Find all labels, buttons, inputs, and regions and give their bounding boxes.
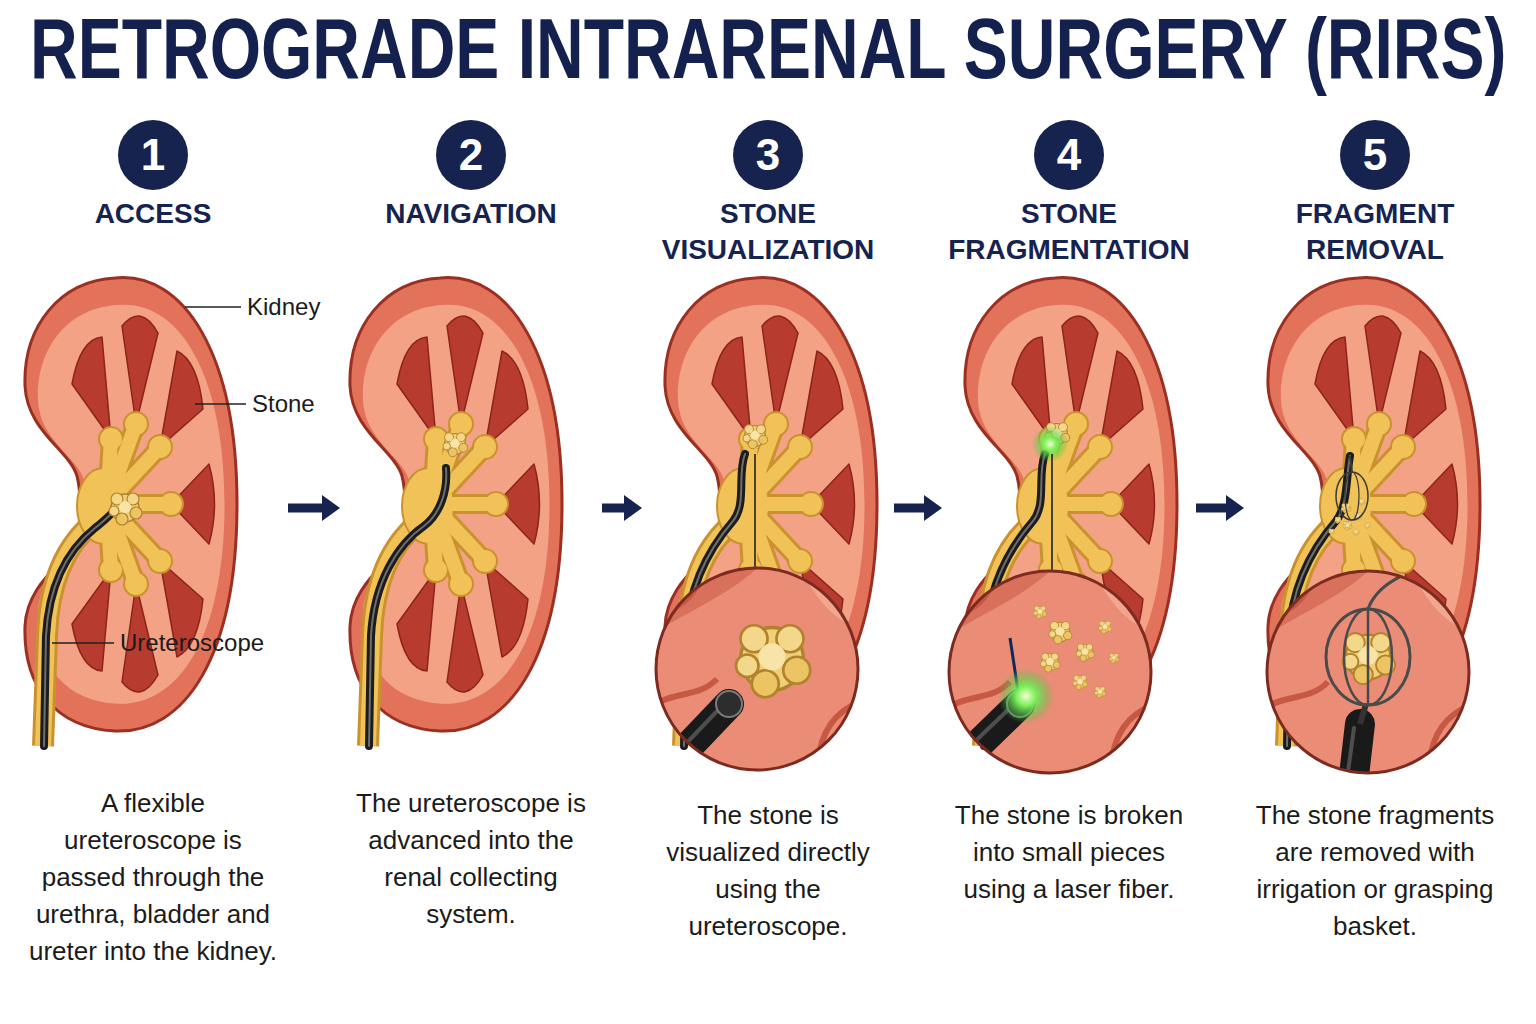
step-number: 2	[459, 133, 483, 177]
kidney-illustration-part	[1032, 426, 1068, 462]
zoom-inset-part-part	[647, 559, 867, 779]
leader-line	[754, 454, 756, 567]
zoom-inset-part-part	[1049, 622, 1072, 644]
step-number: 1	[141, 133, 165, 177]
leader-line-part	[195, 403, 246, 405]
step-number-circle: 3	[733, 120, 803, 190]
step-heading: STONE VISUALIZATION	[642, 196, 894, 268]
step-number-circle: 1	[118, 120, 188, 190]
kidney-illustration-part	[350, 278, 562, 746]
zoom-inset-part-part	[1109, 654, 1119, 664]
zoom-inset-part	[656, 568, 858, 770]
part-label: Ureteroscope	[120, 628, 264, 658]
step-description: The stone is visualized directly using t…	[642, 797, 894, 945]
step-description: The ureteroscope is advanced into the re…	[340, 785, 602, 933]
zoom-inset-part-part	[1094, 687, 1106, 698]
step-number-circle: 4	[1034, 120, 1104, 190]
step-number: 4	[1057, 133, 1081, 177]
zoom-inset-part-part	[1326, 609, 1410, 705]
zoom-inset-part-part	[1367, 609, 1370, 705]
part-label: Stone	[252, 389, 315, 419]
kidney-illustration	[25, 278, 237, 746]
zoom-inset-part-part	[1076, 644, 1094, 662]
kidney-illustration	[350, 278, 562, 746]
zoom-inset	[647, 559, 867, 779]
zoom-inset-part-part	[1348, 728, 1354, 772]
kidney-illustration-part	[1329, 529, 1335, 535]
zoom-inset-part	[647, 559, 867, 779]
part-label: Kidney	[247, 292, 320, 322]
kidney-illustration-part	[44, 512, 113, 746]
step-arrow	[288, 504, 340, 513]
kidney-illustration-part	[743, 425, 768, 449]
zoom-inset-part-part	[1073, 675, 1088, 689]
kidney-illustration-part	[1335, 517, 1342, 523]
step-heading: STONE FRAGMENTATION	[942, 196, 1196, 268]
zoom-inset-part-part	[1344, 609, 1392, 705]
zoom-inset-part-part	[998, 668, 1054, 724]
diagram-title: RETROGRADE INTRARENAL SURGERY (RIRS)	[30, 6, 1507, 90]
step-description: A flexible ureteroscope is passed throug…	[18, 785, 288, 970]
step-panel: 4STONE FRAGMENTATION The stone is broken …	[942, 120, 1196, 908]
step-number-circle: 2	[436, 120, 506, 190]
kidney-illustration-part	[369, 468, 446, 746]
kidney-illustration-part	[1350, 456, 1352, 472]
step-number-circle: 5	[1340, 120, 1410, 190]
step-arrow	[894, 504, 942, 513]
kidney-illustration-part	[109, 493, 142, 525]
zoom-inset-part-part	[1040, 653, 1060, 672]
step-panel: 5FRAGMENT REMOVAL The stone fragments are…	[1244, 120, 1506, 945]
leader-line-part	[185, 306, 241, 308]
leader-line	[1051, 454, 1053, 571]
zoom-inset-part-part	[736, 625, 810, 697]
step-description: The stone is broken into small pieces us…	[942, 797, 1196, 908]
kidney-illustration-part	[25, 278, 237, 746]
step-arrow	[1196, 504, 1244, 513]
zoom-inset-part	[940, 562, 1160, 782]
zoom-inset-part	[1267, 571, 1469, 773]
leader-line-part	[52, 642, 114, 644]
step-number: 5	[1363, 133, 1387, 177]
zoom-inset	[940, 562, 1160, 782]
kidney-illustration-part	[1343, 521, 1352, 530]
step-description: The stone fragments are removed with irr…	[1244, 797, 1506, 945]
kidney-illustration-part	[369, 468, 446, 746]
step-panel: 1ACCESS A flexible ureteroscope is passed…	[18, 120, 288, 970]
step-arrow	[602, 504, 642, 513]
leader-line	[52, 307, 246, 643]
step-heading: ACCESS	[18, 196, 288, 232]
zoom-inset	[1258, 562, 1478, 784]
step-panel: 3STONE VISUALIZATION The stone is visuali…	[642, 120, 894, 945]
kidney-illustration-part	[1336, 472, 1368, 520]
kidney-illustration-part	[44, 512, 113, 746]
step-heading: NAVIGATION	[340, 196, 602, 232]
zoom-inset-part	[949, 571, 1151, 773]
zoom-inset-part-part	[1368, 562, 1438, 609]
zoom-inset-part	[1258, 562, 1478, 784]
kidney-illustration-part	[1365, 523, 1371, 529]
kidney-illustration-part	[1353, 529, 1360, 535]
step-heading: FRAGMENT REMOVAL	[1244, 196, 1506, 268]
zoom-inset-part-part	[1034, 606, 1047, 619]
step-number: 3	[756, 133, 780, 177]
step-panel: 2NAVIGATION The ureteroscope is advanced …	[340, 120, 602, 933]
zoom-inset-part-part	[1360, 704, 1366, 724]
zoom-inset-part-part	[716, 691, 742, 717]
zoom-inset-part-part	[1099, 621, 1112, 634]
zoom-inset-part-part	[677, 707, 721, 753]
kidney-illustration-part	[1345, 472, 1359, 520]
zoom-inset-part-part	[940, 562, 1160, 782]
kidney-illustration-part	[443, 433, 468, 457]
